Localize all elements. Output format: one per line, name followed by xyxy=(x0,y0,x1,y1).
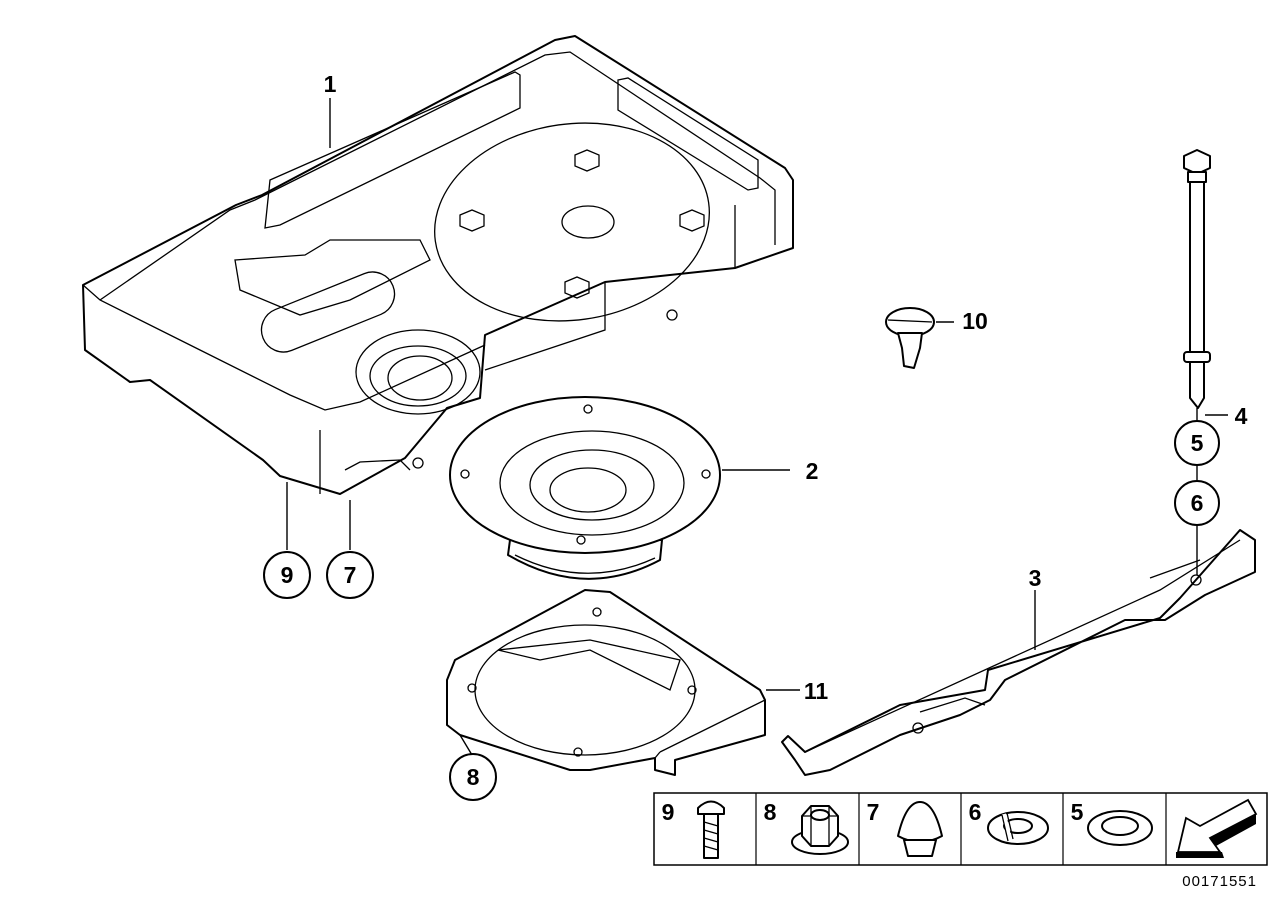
callout-6: 6 xyxy=(1191,490,1204,516)
callout-10: 10 xyxy=(962,308,988,334)
callout-1: 1 xyxy=(324,71,337,97)
legend-label-8: 8 xyxy=(764,799,777,825)
callout-4: 4 xyxy=(1235,403,1248,429)
spring-washer-icon xyxy=(987,811,1049,845)
part-3-support-bar xyxy=(781,529,1256,776)
legend-label-7: 7 xyxy=(867,799,880,825)
part-10-plastic-rivet xyxy=(885,307,935,369)
part-4-long-bolt xyxy=(1183,149,1211,409)
callout-circle-9: 9 xyxy=(263,551,311,599)
callout-5: 5 xyxy=(1191,430,1204,456)
callout-7: 7 xyxy=(344,562,357,588)
document-id: 00171551 xyxy=(1182,873,1257,890)
part-1-spare-wheel-tray xyxy=(82,35,794,495)
legend-cell-8: 8 xyxy=(764,799,849,855)
legend-cell-5: 5 xyxy=(1071,799,1153,846)
legend-label-5: 5 xyxy=(1071,799,1084,825)
callout-circle-8: 8 xyxy=(449,753,497,801)
callout-circle-7: 7 xyxy=(326,551,374,599)
callout-11: 11 xyxy=(804,678,829,704)
callout-circle-6: 6 xyxy=(1174,480,1220,526)
callout-9: 9 xyxy=(281,562,294,588)
legend-cell-7: 7 xyxy=(867,799,943,857)
bolt-icon xyxy=(697,800,725,859)
leader-lines xyxy=(286,98,1228,756)
part-2-mount-ring xyxy=(449,396,721,580)
hardware-legend: 9 8 7 6 xyxy=(653,792,1268,866)
direction-arrow-icon xyxy=(1176,798,1258,858)
callout-8: 8 xyxy=(467,764,480,790)
part-11-bracket-plate xyxy=(446,589,766,776)
legend-cell-6: 6 xyxy=(969,799,1049,845)
rubber-buffer-icon xyxy=(897,801,943,857)
callout-2: 2 xyxy=(806,458,819,484)
callout-3: 3 xyxy=(1029,565,1042,591)
callout-circle-5: 5 xyxy=(1174,420,1220,466)
legend-cell-9: 9 xyxy=(662,799,725,859)
flat-washer-icon xyxy=(1087,810,1153,846)
legend-label-6: 6 xyxy=(969,799,982,825)
hex-nut-icon xyxy=(791,805,849,855)
legend-label-9: 9 xyxy=(662,799,675,825)
